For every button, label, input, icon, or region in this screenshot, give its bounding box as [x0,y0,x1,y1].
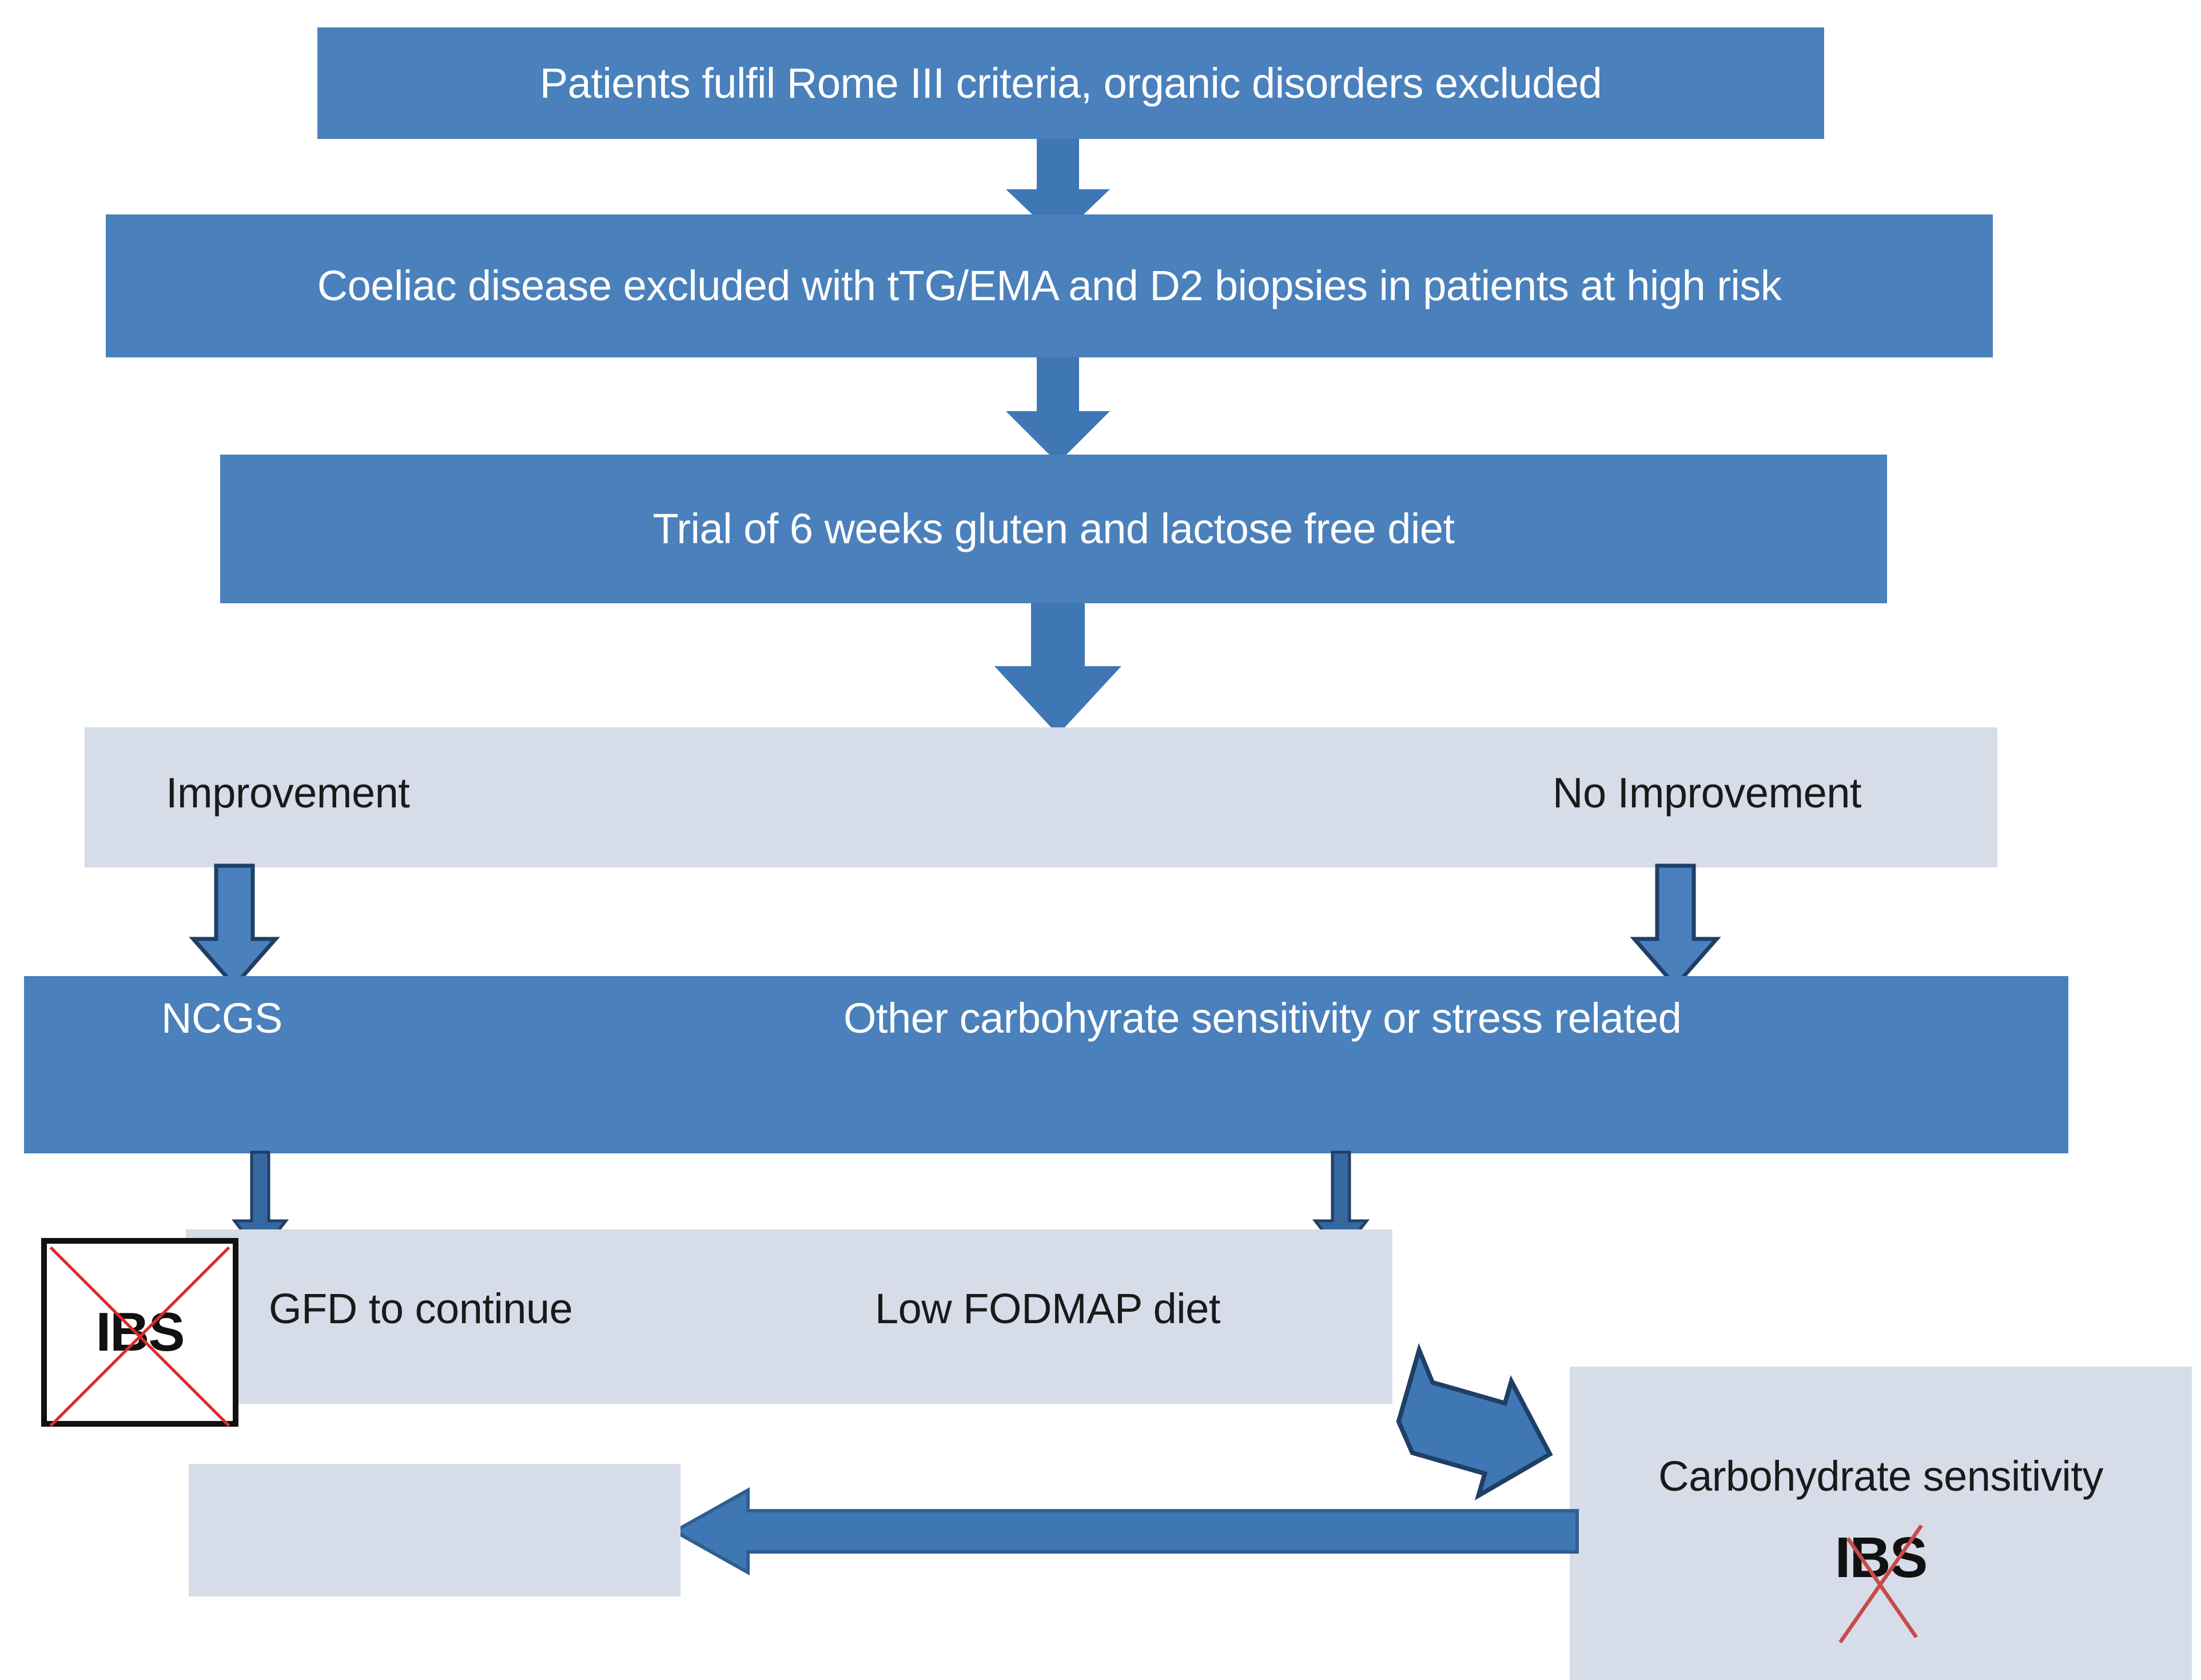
arrow-rome-to-coeliac [992,139,1124,239]
arrow-trial-to-outcome [981,603,1135,735]
arrow-coeliac-to-trial [992,357,1124,463]
node-ncgs-label: NCGS [161,994,282,1042]
node-stress-related: Stress related? [189,1464,680,1597]
node-trial-diet-label: Trial of 6 weeks gluten and lactose free… [652,505,1455,553]
node-ncgs-row [24,976,2068,1153]
node-no-improvement-label: No Improvement [1553,769,1861,817]
node-gfd-continue-label: GFD to continue [269,1285,573,1332]
node-rome-criteria: Patients fulfil Rome III criteria, organ… [317,27,1824,139]
node-coeliac-excluded: Coeliac disease excluded with tTG/EMA an… [106,214,1993,357]
arrow-fodmap-to-carb-sensitivity [1384,1343,1573,1535]
node-carb-sensitivity: Carbohydrate sensitivity IBS [1570,1367,2192,1680]
node-rome-criteria-label: Patients fulfil Rome III criteria, organ… [539,59,1602,107]
node-low-fodmap-label: Low FODMAP diet [875,1285,1220,1332]
node-diet-row [186,1229,1392,1404]
ibs-stamp-text-left: IBS [95,1301,185,1363]
arrow-improvement-to-ncgs [189,863,280,989]
node-coeliac-excluded-label: Coeliac disease excluded with tTG/EMA an… [317,262,1782,310]
ibs-struck-out-right: IBS [1821,1524,1941,1643]
ibs-struck-out-stamp-left: IBS [41,1238,238,1427]
node-outcome-row [85,727,1997,867]
node-carb-sensitivity-label: Carbohydrate sensitivity [1658,1452,2103,1500]
node-trial-diet: Trial of 6 weeks gluten and lactose free… [220,455,1887,603]
arrow-carb-to-stress-related [671,1486,1579,1577]
arrow-no-improvement-to-other-carb [1630,863,1721,989]
node-other-carb-label: Other carbohyrate sensitivity or stress … [843,994,1682,1042]
ibs-stamp-text-right: IBS [1834,1526,1928,1590]
node-improvement-label: Improvement [166,769,410,817]
